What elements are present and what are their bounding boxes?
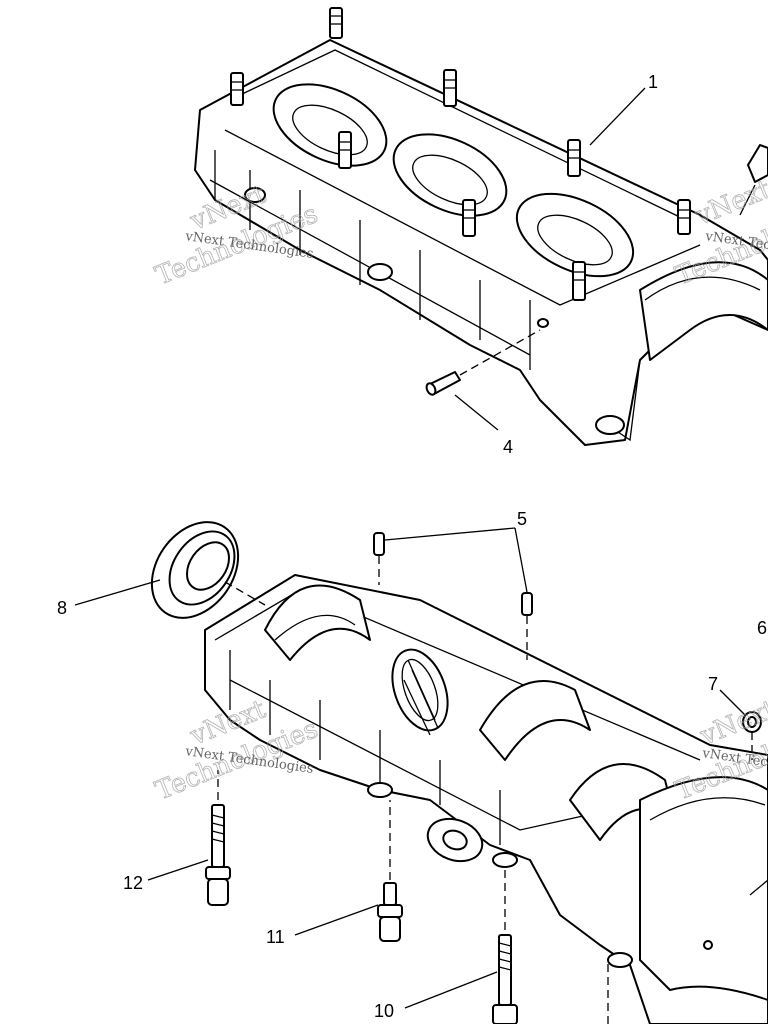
stud [338, 131, 352, 169]
leader-lines [74, 87, 768, 1009]
part-11-bolt [377, 800, 403, 942]
part-5-dowel-pins [373, 532, 533, 660]
watermark-line1: vNext [690, 174, 768, 232]
part-7-nut [742, 711, 762, 760]
part-4-pin [425, 318, 549, 396]
stud [572, 261, 586, 301]
part-8-seal [150, 521, 266, 619]
stud [747, 144, 768, 183]
lower-crankcase [204, 574, 768, 1024]
callout-4: 4 [503, 437, 513, 457]
callout-11: 11 [266, 927, 285, 947]
part-12-bolt [205, 770, 231, 906]
callout-5: 5 [517, 509, 527, 529]
part-10-bolt [492, 870, 609, 1024]
stud [567, 139, 581, 177]
callout-12: 12 [123, 873, 143, 893]
callouts: 1 4 5 6 7 8 10 11 12 [57, 72, 767, 1021]
callout-6: 6 [757, 618, 767, 638]
callout-8: 8 [57, 598, 67, 618]
upper-studs [230, 7, 768, 301]
stud [329, 7, 343, 39]
callout-10: 10 [374, 1001, 394, 1021]
stud [677, 199, 691, 235]
stud [230, 72, 244, 106]
callout-7: 7 [708, 674, 718, 694]
stud [443, 69, 457, 107]
stud [462, 199, 476, 237]
callout-1: 1 [648, 72, 658, 92]
